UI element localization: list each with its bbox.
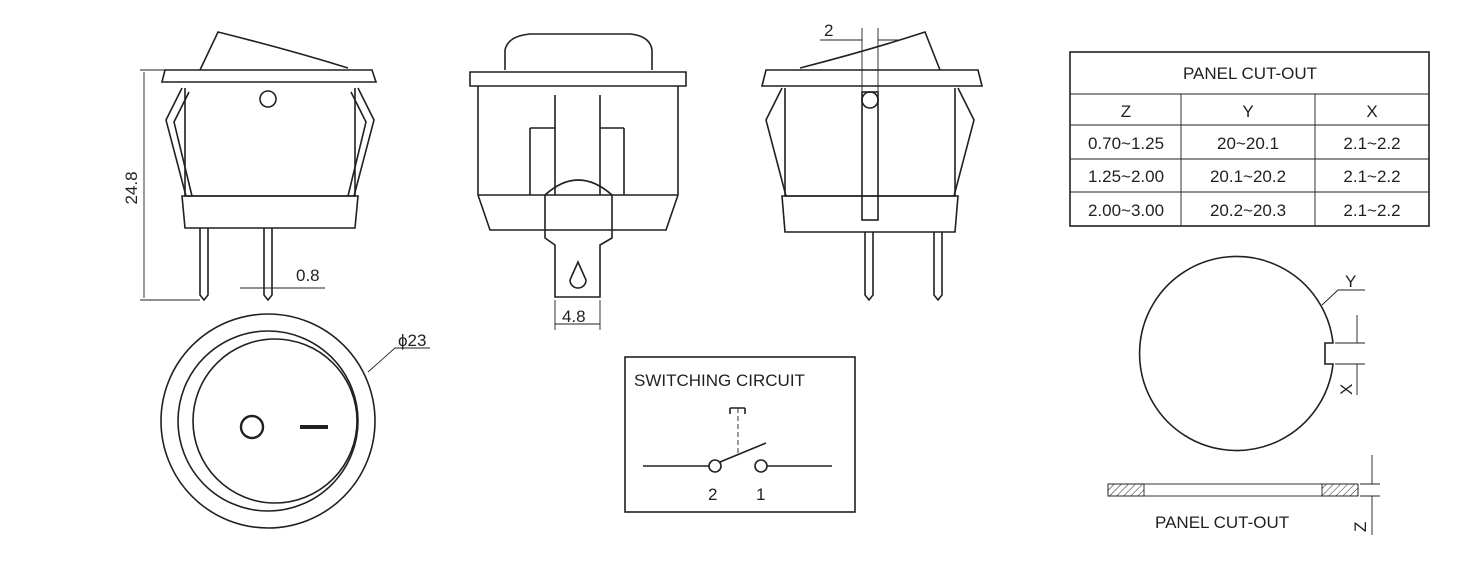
cutout-x-label: X [1337,384,1356,395]
table-cell: 1.25~2.00 [1088,167,1164,186]
top-view: ϕ23 [160,313,430,529]
cutout-caption: PANEL CUT-OUT [1155,513,1289,532]
switching-circuit: SWITCHING CIRCUIT 2 1 [624,356,856,513]
terminal-1-label: 1 [756,485,765,504]
front-view: 4.8 [469,33,687,330]
table-cell: 20~20.1 [1217,134,1279,153]
table-cell: 2.1~2.2 [1343,167,1400,186]
pin-width-dimension: 0.8 [296,266,320,285]
table-cell: 20.1~20.2 [1210,167,1286,186]
table-cell: 20.2~20.3 [1210,201,1286,220]
diameter-dimension: ϕ23 [398,331,426,350]
header-y: Y [1242,102,1253,121]
header-z: Z [1121,102,1131,121]
right-side-view: 2 [760,21,984,302]
circuit-title: SWITCHING CIRCUIT [634,371,805,390]
cutout-z-label: Z [1351,522,1370,532]
terminal-2-label: 2 [708,485,717,504]
terminal-width-dimension: 4.8 [562,307,586,326]
table-title: PANEL CUT-OUT [1183,64,1317,83]
header-x: X [1366,102,1377,121]
height-dimension: 24.8 [122,171,141,204]
table-cell: 2.00~3.00 [1088,201,1164,220]
table-cell: 2.1~2.2 [1343,201,1400,220]
panel-cutout-drawing: Y X PANEL CUT-OUT Z [1107,255,1380,535]
panel-cutout-table: PANEL CUT-OUT Z Y X 0.70~1.25 20~20.1 2.… [1069,51,1430,227]
offset-dimension: 2 [824,21,833,40]
table-cell: 0.70~1.25 [1088,134,1164,153]
side-view: 24.8 0.8 [122,31,378,302]
cutout-y-label: Y [1345,272,1356,291]
table-cell: 2.1~2.2 [1343,134,1400,153]
